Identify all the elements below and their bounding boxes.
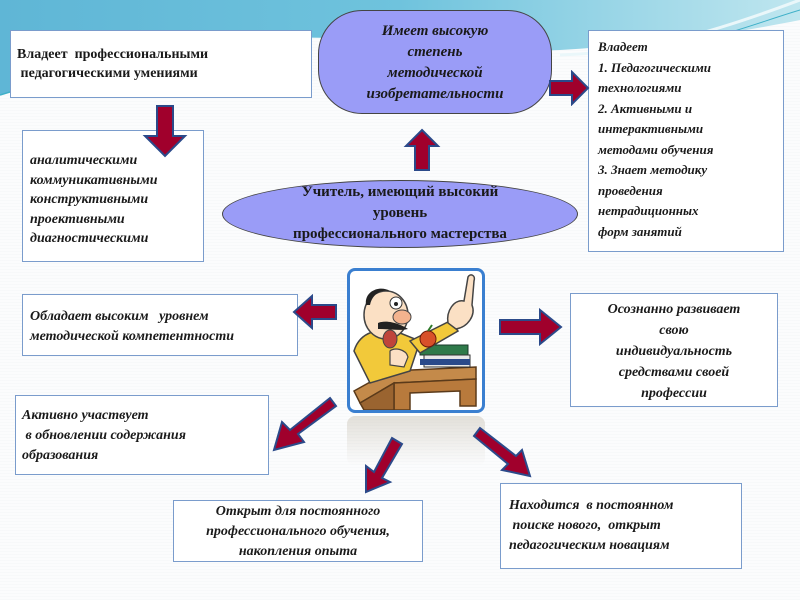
box-line: проведения [598,182,663,198]
arrow-down-left-icon [365,436,404,494]
box-line: 1. Педагогическими [598,59,711,75]
pedagogical-technologies-box: Владеет 1. Педагогическими технологиями … [588,30,784,252]
skill-item: аналитическими [30,153,138,168]
oval-line: уровень [372,205,428,221]
oval-line: изобретательности [366,86,504,102]
box-line: Владеет профессиональными [17,47,209,62]
box-line: средствами своей [618,365,730,380]
arrow-up-icon [403,128,441,171]
box-line: интерактивными [598,121,704,136]
teacher-cartoon-picture [347,268,485,413]
box-line: в обновлении содержания [22,428,186,443]
box-line: педагогическим новациям [509,538,670,553]
box-line: профессии [641,386,707,401]
box-line: Обладает высоким уровнем [30,309,209,324]
teacher-cartoon-icon [353,274,477,410]
skill-item: проективными [30,211,125,227]
box-line: 3. Знает методику [598,162,708,177]
methodical-competence-box: Обладает высоким уровнем методической ко… [22,294,298,356]
box-line: Осознанно развивает [607,302,741,317]
arrow-down-left-icon [272,396,338,452]
professional-skills-box: Владеет профессиональными педагогическим… [10,30,312,98]
arrow-right-icon [499,308,563,346]
arrow-left-icon [292,294,337,330]
skill-item: диагностическими [30,231,149,246]
arrow-down-right-icon [472,426,532,478]
box-line: Активно участвует [22,408,149,423]
box-line: технологиями [598,80,682,95]
continuous-learning-box: Открыт для постоянного профессионального… [173,500,423,562]
box-line: Находится в постоянном [509,498,674,513]
oval-line: Имеет высокую [381,23,489,39]
teacher-mastery-oval: Учитель, имеющий высокий уровень професс… [222,180,578,248]
box-line: профессионального обучения, [206,524,390,539]
innovation-box: Находится в постоянном поиске нового, от… [500,483,742,569]
box-line: нетрадиционных [598,203,699,218]
box-line: методической компетентности [30,329,234,344]
picture-reflection [347,416,485,466]
box-line: методами обучения [598,141,714,157]
box-line: накопления опыта [238,544,358,559]
arrow-right-icon [549,70,590,106]
arrow-down-icon [142,105,188,158]
skill-item: конструктивными [30,192,149,207]
oval-line: методической [387,65,483,81]
box-line: форм занятий [598,223,682,239]
box-line: Открыт для постоянного [215,504,381,519]
oval-line: профессионального мастерства [293,226,507,242]
content-renewal-box: Активно участвует в обновлении содержани… [15,395,269,475]
oval-line: степень [407,44,463,60]
individuality-box: Осознанно развивает свою индивидуальност… [570,293,778,407]
box-line: образования [22,448,99,463]
oval-line: Учитель, имеющий высокий [301,184,499,200]
box-line: 2. Активными и [598,100,693,116]
box-line: индивидуальность [615,344,733,359]
box-line: педагогическими умениями [17,66,198,81]
skill-item: коммуникативными [30,172,158,188]
methodical-inventiveness-oval: Имеет высокую степень методической изобр… [318,10,552,114]
box-line: поиске нового, открыт [509,518,661,533]
skills-list-box: аналитическими коммуникативными конструк… [22,130,204,262]
box-line: Владеет [598,39,648,54]
box-line: свою [659,323,689,338]
